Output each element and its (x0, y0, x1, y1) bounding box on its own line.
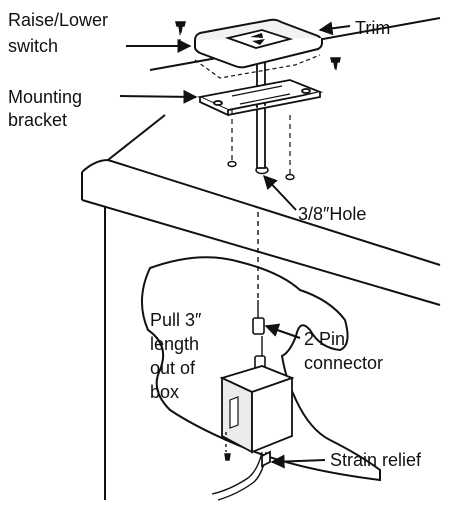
mounting-bracket (197, 79, 324, 117)
leader-arrows (119, 21, 351, 469)
switch-base-outline (194, 54, 321, 79)
counter-left-edge (107, 114, 166, 161)
label-connector-line2: connector (304, 353, 383, 373)
arrow-connector (264, 323, 301, 339)
label-strain-relief: Strain relief (330, 450, 422, 470)
label-pull-line4: box (150, 382, 179, 402)
box-side (251, 376, 293, 454)
arrow-bracket (119, 89, 198, 104)
screw-left-icon (175, 21, 186, 33)
screw-hole-right (285, 173, 295, 181)
label-pull-line2: length (150, 334, 199, 354)
switch-rod (256, 60, 266, 169)
arrow-trim (318, 21, 351, 36)
arrow-strain-relief (270, 454, 326, 469)
label-switch-line1: Raise/Lower (8, 10, 108, 30)
label-trim: Trim (355, 18, 390, 38)
box-tab-left (229, 396, 239, 429)
up-down-triangle-icon (250, 33, 265, 45)
label-switch-line2: switch (8, 36, 58, 56)
junction-box (219, 365, 295, 468)
label-pull-line1: Pull 3″ (150, 310, 202, 330)
screw-right-icon (330, 57, 341, 69)
label-hole: 3/8″Hole (298, 204, 366, 224)
screws (175, 21, 341, 69)
labels: Raise/Lower switch Trim Mounting bracket… (8, 10, 422, 470)
switch-button (224, 29, 294, 49)
box-screw-icon (224, 432, 231, 461)
trim-plate-side (194, 38, 323, 69)
label-bracket-line2: bracket (8, 110, 67, 130)
label-connector-line1: 2 Pin (304, 329, 345, 349)
label-bracket-line1: Mounting (8, 87, 82, 107)
label-pull-line3: out of (150, 358, 196, 378)
counter-top (81, 17, 441, 500)
two-pin-connector (252, 317, 266, 371)
connector-top (252, 317, 265, 335)
wire-out-box (211, 451, 263, 495)
screw-hole-left (227, 160, 237, 168)
switch-trim-plate (193, 18, 323, 69)
arrow-hole (263, 174, 297, 211)
box-knockout (261, 450, 271, 468)
counter-face-bottom (81, 199, 441, 306)
counter-front-edge (81, 158, 441, 266)
